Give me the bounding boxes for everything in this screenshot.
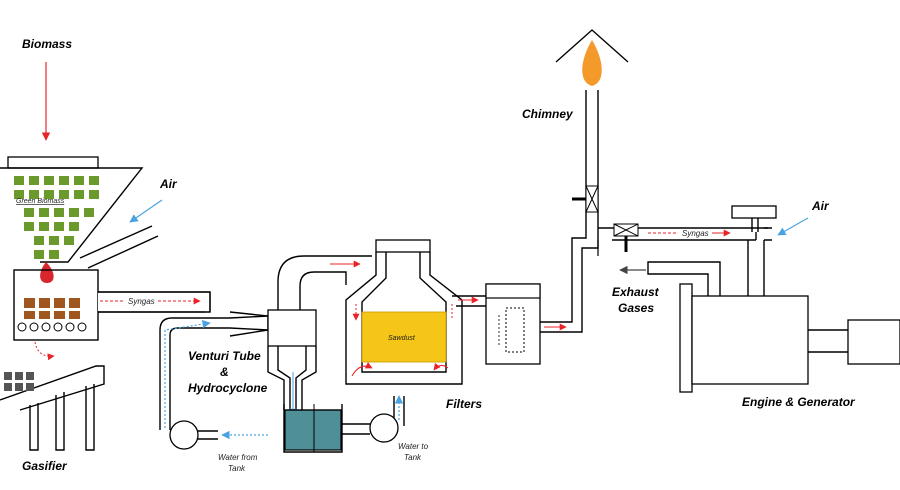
- sawdust-filter: Sawdust Filters: [345, 239, 482, 411]
- grate-holes: [17, 322, 87, 332]
- cartridge-element: [505, 307, 525, 353]
- syngas-pipe-1: Syngas: [98, 291, 211, 313]
- venturi-tube: [229, 311, 269, 337]
- ash-blocks: [4, 372, 34, 391]
- green-biomass-block: [39, 208, 49, 217]
- hopper-body: [0, 167, 144, 263]
- green-biomass-block: [89, 190, 99, 199]
- char-blocks: [24, 298, 80, 319]
- engine-generator-unit: Syngas Air Exhaust Gases Engine & Genera…: [598, 199, 900, 409]
- filter-inner-shell: [361, 252, 447, 373]
- air-inlet-arrow-gasifier: [129, 199, 163, 223]
- syngas-label-engine: Syngas: [682, 229, 709, 238]
- air-inlet-arrow-engine: [777, 217, 809, 236]
- chimney-label: Chimney: [522, 107, 574, 121]
- green-biomass-block: [49, 250, 59, 259]
- green-biomass-block: [59, 176, 69, 185]
- water-tank: [284, 409, 342, 451]
- exhaust-label-2: Gases: [618, 301, 654, 315]
- gasifier-lower-shell: [0, 365, 105, 411]
- water-feed-arrow: [164, 320, 211, 428]
- water-from-tank-label-2: Tank: [228, 464, 246, 473]
- water-to-tank-label-1: Water to: [398, 442, 429, 451]
- green-biomass-block: [54, 222, 64, 231]
- biomass-label: Biomass: [22, 37, 72, 51]
- green-biomass-block: [59, 190, 69, 199]
- engine-generator-label: Engine & Generator: [742, 395, 856, 409]
- green-biomass-block: [34, 250, 44, 259]
- gasifier-legs: [29, 384, 95, 451]
- green-biomass-block: [14, 190, 24, 199]
- air-label-gasifier: Air: [159, 177, 178, 191]
- water-to-tank-label-2: Tank: [404, 453, 422, 462]
- water-from-tank-label-1: Water from: [218, 453, 258, 462]
- air-intake-filter: [731, 205, 777, 219]
- green-biomass-block: [74, 190, 84, 199]
- green-biomass-block: [39, 222, 49, 231]
- combustion-flame: [40, 262, 54, 283]
- green-biomass-block: [84, 208, 94, 217]
- venturi-label-2: &: [220, 365, 229, 379]
- green-biomass-block: [24, 222, 34, 231]
- filter-lid: [375, 239, 431, 253]
- hydrocyclone-cone: [277, 346, 307, 428]
- green-biomass-block: [29, 190, 39, 199]
- green-biomass-block: [14, 176, 24, 185]
- cartridge-filter: [452, 283, 583, 365]
- ash-drop-arrow: [34, 341, 55, 361]
- green-biomass-block: [44, 190, 54, 199]
- green-biomass-blocks: [14, 176, 99, 259]
- exhaust-pipe: [647, 261, 721, 296]
- chimney-cap: [555, 29, 629, 63]
- sawdust-bed: [361, 311, 447, 363]
- cyclone-gas-duct: [277, 255, 372, 310]
- green-biomass-block: [64, 236, 74, 245]
- green-biomass-block: [74, 176, 84, 185]
- venturi-label-1: Venturi Tube: [188, 349, 261, 363]
- green-biomass-block: [34, 236, 44, 245]
- chimney: Chimney: [522, 29, 629, 296]
- hydrocyclone-cone-shell: [267, 346, 317, 410]
- gasifier-label: Gasifier: [22, 459, 68, 473]
- chimney-flame: [582, 40, 602, 86]
- air-inlet-pipe-gasifier: [79, 225, 159, 269]
- venturi-hydrocyclone-unit: Water from Tank Water to Tank Venturi Tu…: [159, 255, 429, 473]
- green-biomass-block: [44, 176, 54, 185]
- exhaust-label-1: Exhaust: [612, 285, 660, 299]
- engine-side-plate: [679, 283, 693, 393]
- green-biomass-block: [29, 176, 39, 185]
- filters-label: Filters: [446, 397, 482, 411]
- engine-shaft: [808, 329, 848, 353]
- green-biomass-block: [69, 208, 79, 217]
- hydrocyclone-body: [267, 309, 317, 347]
- green-biomass-label: Green Biomass: [16, 198, 65, 205]
- green-biomass-block: [24, 208, 34, 217]
- venturi-label-3: Hydrocyclone: [188, 381, 268, 395]
- water-pump-out: [369, 413, 399, 443]
- green-biomass-block: [89, 176, 99, 185]
- syngas-label-gasifier: Syngas: [128, 297, 155, 306]
- green-biomass-block: [69, 222, 79, 231]
- green-biomass-block: [49, 236, 59, 245]
- sawdust-label: Sawdust: [388, 335, 416, 342]
- water-pump-in: [169, 420, 199, 450]
- filter-outer-shell: [345, 252, 463, 385]
- chimney-stack: [571, 90, 599, 296]
- green-biomass-block: [54, 208, 64, 217]
- gasifier-unit: Biomass Green Biomass Air: [0, 37, 178, 473]
- air-label-engine: Air: [811, 199, 830, 213]
- generator: [847, 319, 900, 365]
- engine-block: [691, 295, 809, 385]
- hopper-lid: [7, 156, 99, 169]
